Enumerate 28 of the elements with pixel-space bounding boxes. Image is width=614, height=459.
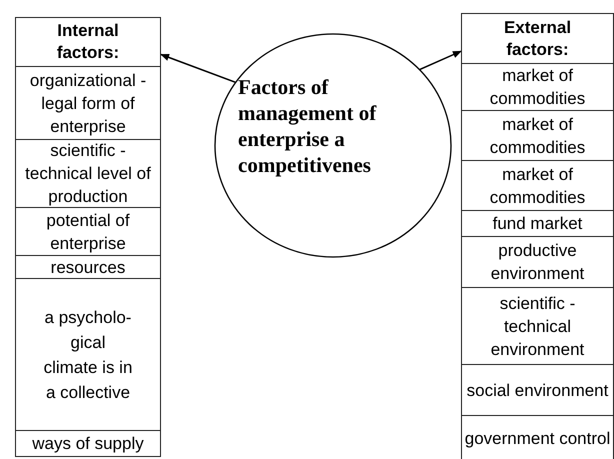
- factor-box: [15, 66, 161, 140]
- factor-box: [15, 207, 161, 256]
- factor-box: [15, 278, 161, 431]
- arrow: [160, 54, 238, 84]
- column-heading: Internal factors:: [56, 20, 120, 64]
- factor-label: productive environment: [490, 240, 586, 285]
- factor-box: [461, 210, 614, 237]
- factor-label: ways of supply: [31, 433, 145, 455]
- factor-label: resources: [50, 256, 126, 278]
- factor-label: government control: [464, 428, 611, 450]
- factor-box: [15, 430, 161, 457]
- factor-label: fund market: [492, 213, 584, 235]
- factor-box: [461, 236, 614, 288]
- factor-box: [15, 255, 161, 279]
- factor-box: [461, 110, 614, 161]
- column-header-box: [15, 17, 161, 67]
- factor-box: [461, 364, 614, 416]
- factor-box: [461, 63, 614, 111]
- factor-label: social environment: [466, 380, 610, 402]
- factor-box: [461, 160, 614, 211]
- factor-label: scientific - technical environment: [490, 292, 586, 360]
- factor-box: [461, 415, 614, 459]
- center-title: Factors of management of enterprise a competitivenes: [238, 74, 378, 178]
- factor-label: a psycholo- gical climate is in a collective: [43, 306, 133, 404]
- column-header-box: [461, 13, 614, 64]
- factor-box: [461, 287, 614, 365]
- column-heading: External factors:: [502, 16, 572, 60]
- arrow: [416, 50, 462, 72]
